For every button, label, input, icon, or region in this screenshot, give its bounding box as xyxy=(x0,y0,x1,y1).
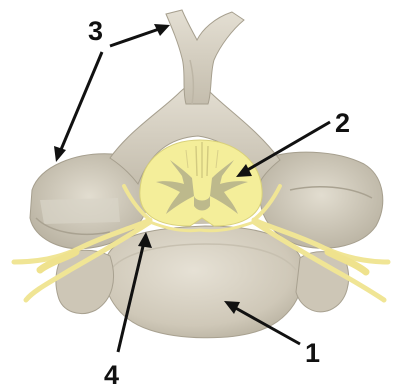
label-3: 3 xyxy=(88,16,103,46)
arrow-3-spinous xyxy=(110,28,162,46)
label-2: 2 xyxy=(335,108,350,138)
label-4: 4 xyxy=(104,360,119,390)
label-1: 1 xyxy=(305,338,320,368)
transverse-process-right xyxy=(260,152,383,248)
arrow-3-transverse xyxy=(60,52,102,152)
arrowhead-3b xyxy=(54,146,66,162)
spinous-process xyxy=(166,10,244,104)
